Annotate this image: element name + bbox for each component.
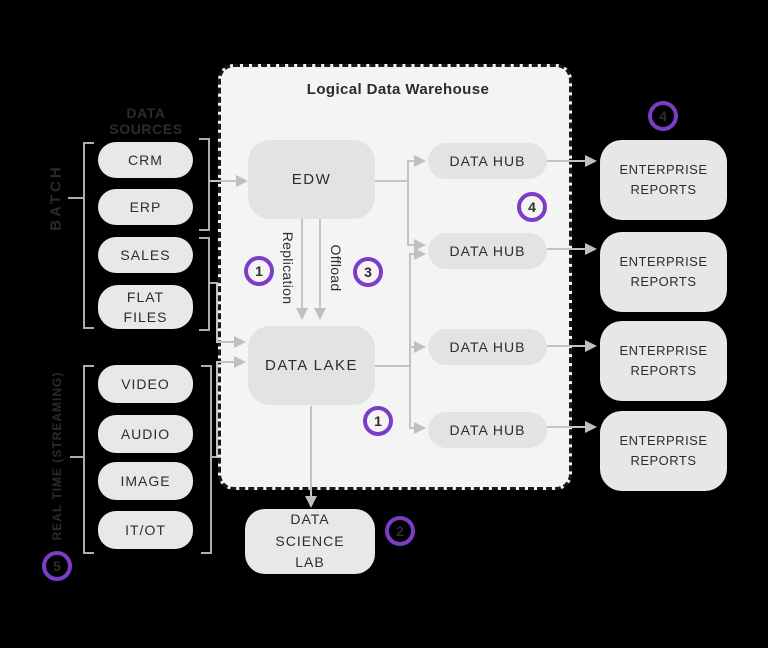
enterprise-reports-box-1: ENTERPRISE REPORTS xyxy=(600,140,727,220)
callout-1-data-lake: 1 xyxy=(363,406,393,436)
enterprise-reports-box-3: ENTERPRISE REPORTS xyxy=(600,321,727,401)
hub2-to-er2-line xyxy=(547,248,585,250)
lake-trunk-line xyxy=(409,253,411,429)
hub1-to-er1-line xyxy=(547,160,585,162)
batch-to-edw-arrowhead-icon xyxy=(236,175,248,187)
edw-hub1-arrowhead-icon xyxy=(414,155,426,167)
warehouse-title: Logical Data Warehouse xyxy=(306,81,490,98)
image-box: IMAGE xyxy=(98,462,193,500)
replication-arrowhead-icon xyxy=(296,308,308,320)
data-lake-box: DATA LAKE xyxy=(248,326,375,405)
data-hub-box-2: DATA HUB xyxy=(428,233,547,269)
realtime-left-bracket xyxy=(83,365,94,554)
sales-to-lake-vline xyxy=(216,283,218,343)
callout-2-data-science-lab: 2 xyxy=(385,516,415,546)
batch-to-edw-line xyxy=(210,180,236,182)
data-science-lab-box: DATA SCIENCE LAB xyxy=(245,509,375,574)
replication-label: Replication xyxy=(280,231,296,305)
lake-hub2-arrowhead-icon xyxy=(414,248,426,260)
lake-hub3-arrowhead-icon xyxy=(414,341,426,353)
sales-box: SALES xyxy=(98,237,193,273)
realtime-bracket-tick xyxy=(210,456,218,458)
hub3-to-er3-arrowhead-icon xyxy=(585,340,597,352)
offload-label: Offload xyxy=(328,244,344,292)
data-hub-box-1: DATA HUB xyxy=(428,143,547,179)
callout-4-data-hub: 4 xyxy=(517,192,547,222)
lake-to-lab-arrowhead-icon xyxy=(305,496,317,508)
batch-group-label: BATCH xyxy=(47,164,65,231)
data-hub-box-4: DATA HUB xyxy=(428,412,547,448)
replication-line xyxy=(301,219,303,309)
offload-arrowhead-icon xyxy=(314,308,326,320)
hub3-to-er3-line xyxy=(547,345,585,347)
callout-1-replication: 1 xyxy=(244,256,274,286)
batch-lower-right-bracket xyxy=(199,237,210,331)
enterprise-reports-box-4: ENTERPRISE REPORTS xyxy=(600,411,727,491)
realtime-label-tick xyxy=(70,456,83,458)
lake-to-lab-line xyxy=(310,406,312,496)
sales-to-lake-arrowhead-icon xyxy=(234,336,246,348)
video-box: VIDEO xyxy=(98,365,193,403)
callout-5-realtime: 5 xyxy=(42,551,72,581)
crm-box: CRM xyxy=(98,142,193,178)
edw-hub2-hline xyxy=(409,244,414,246)
batch-label-tick xyxy=(68,197,83,199)
offload-line xyxy=(319,219,321,309)
flat-files-box: FLAT FILES xyxy=(98,285,193,329)
edw-trunk-line xyxy=(407,160,409,246)
callout-4-enterprise-reports: 4 xyxy=(648,101,678,131)
lake-hub2-hline xyxy=(411,253,414,255)
it-ot-box: IT/OT xyxy=(98,511,193,549)
lake-hub4-arrowhead-icon xyxy=(414,422,426,434)
callout-3-offload: 3 xyxy=(353,257,383,287)
enterprise-reports-box-2: ENTERPRISE REPORTS xyxy=(600,232,727,312)
lake-out-line xyxy=(375,365,411,367)
audio-box: AUDIO xyxy=(98,415,193,453)
lake-hub3-hline xyxy=(411,346,414,348)
edw-box: EDW xyxy=(248,140,375,219)
lake-hub4-hline xyxy=(411,427,414,429)
realtime-right-bracket xyxy=(201,365,212,554)
edw-hub1-hline xyxy=(409,160,414,162)
edw-out-line xyxy=(375,180,409,182)
hub1-to-er1-arrowhead-icon xyxy=(585,155,597,167)
hub2-to-er2-arrowhead-icon xyxy=(585,243,597,255)
sales-bracket-tick xyxy=(210,282,218,284)
realtime-to-lake-arrowhead-icon xyxy=(234,356,246,368)
data-sources-heading: DATA SOURCES xyxy=(109,105,183,137)
realtime-group-label: REAL TIME (STREAMING) xyxy=(50,371,64,541)
realtime-to-lake-hline xyxy=(216,361,234,363)
hub4-to-er4-arrowhead-icon xyxy=(585,421,597,433)
erp-box: ERP xyxy=(98,189,193,225)
realtime-to-lake-vline xyxy=(216,362,218,458)
batch-upper-right-bracket xyxy=(199,138,210,231)
hub4-to-er4-line xyxy=(547,426,585,428)
sales-to-lake-hline xyxy=(216,341,234,343)
batch-left-bracket xyxy=(83,142,94,329)
data-hub-box-3: DATA HUB xyxy=(428,329,547,365)
